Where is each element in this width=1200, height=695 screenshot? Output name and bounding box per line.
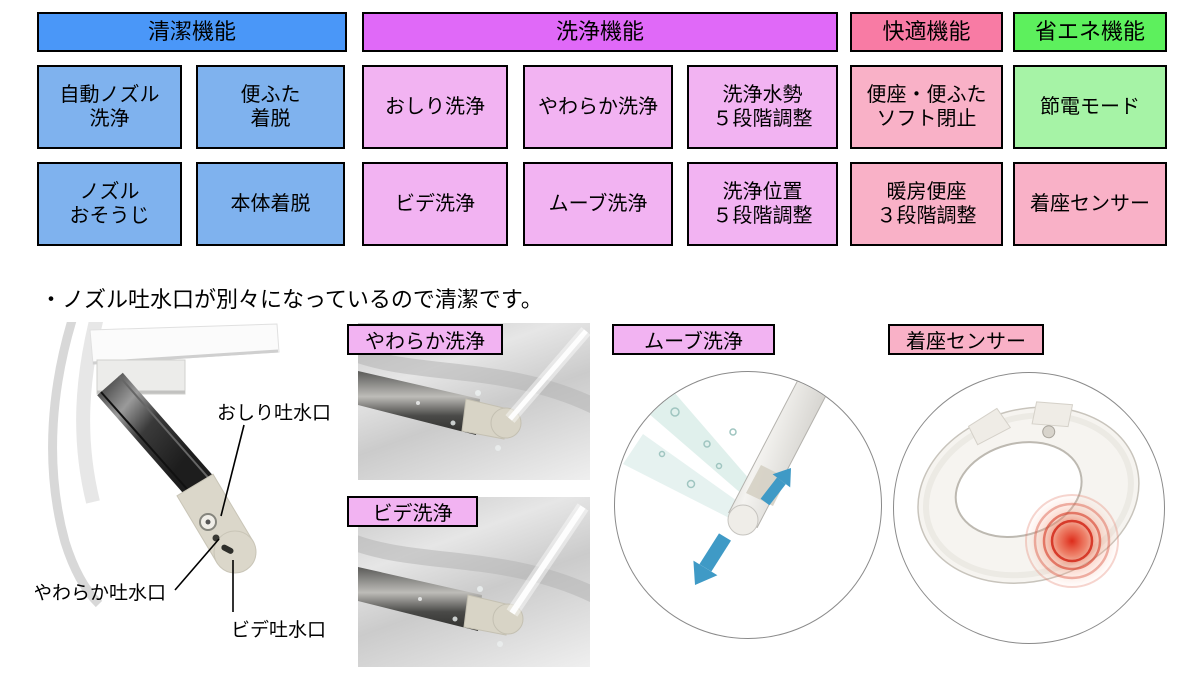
feature-cell-body-detach: 本体着脱 — [196, 162, 345, 246]
feature-group-header-eco: 省エネ機能 — [1013, 12, 1167, 52]
water-spray-graphic — [633, 384, 757, 502]
callout-label-bide: ビデ吐水口 — [231, 620, 327, 641]
tag-seating-sensor: 着座センサー — [888, 324, 1044, 355]
feature-cell-wash-position-5: 洗浄位置 ５段階調整 — [687, 162, 838, 246]
feature-cell-soft-wash: やわらか洗浄 — [523, 65, 673, 149]
circle-move-wash — [614, 371, 882, 639]
callout-leader-oshiri — [220, 424, 245, 517]
feature-group-header-clean: 清潔機能 — [37, 12, 347, 52]
feature-cell-soft-close: 便座・便ふた ソフト閉止 — [850, 65, 1003, 149]
feature-cell-heated-seat-3: 暖房便座 ３段階調整 — [850, 162, 1003, 246]
feature-cell-seating-sensor: 着座センサー — [1013, 162, 1167, 246]
sensor-glow-graphic — [1024, 493, 1120, 589]
callout-leader-yawaraka — [174, 538, 220, 591]
feature-group-header-wash: 洗浄機能 — [362, 12, 838, 52]
callout-label-yawaraka: やわらか吐水口 — [35, 583, 167, 604]
feature-group-header-comfort: 快適機能 — [850, 12, 1003, 52]
feature-cell-rear-wash: おしり洗浄 — [362, 65, 508, 149]
note-text: ・ノズル吐水口が別々になっているので清潔です。 — [40, 287, 543, 312]
toilet-seat-graphic — [917, 401, 1140, 584]
nozzle-illustration — [48, 322, 280, 612]
bidet-outlet-slot — [221, 544, 234, 554]
circle-seating-sensor — [893, 372, 1165, 644]
feature-cell-nozzle-clean: ノズル おそうじ — [37, 162, 182, 246]
callout-label-oshiri: おしり吐水口 — [217, 403, 332, 424]
feature-cell-power-save-mode: 節電モード — [1013, 65, 1167, 149]
nozzle-outlet-figure: おしり吐水口 やわらか吐水口 ビデ吐水口 — [35, 322, 355, 682]
tag-soft-wash: やわらか洗浄 — [347, 324, 503, 355]
feature-cell-auto-nozzle-wash: 自動ノズル 洗浄 — [37, 65, 182, 149]
nozzle-rod-graphic — [728, 373, 830, 529]
feature-cell-move-wash: ムーブ洗浄 — [523, 162, 673, 246]
feature-cell-water-pressure-5: 洗浄水勢 ５段階調整 — [687, 65, 838, 149]
move-arrow-up-icon — [760, 468, 791, 506]
hinge-detail — [1042, 425, 1056, 439]
water-spray-graphic — [623, 434, 747, 524]
photo-bidet-wash — [358, 497, 590, 667]
feature-cell-lid-detach: 便ふた 着脱 — [196, 65, 345, 149]
feature-cell-bidet-wash: ビデ洗浄 — [362, 162, 508, 246]
move-arrow-down-icon — [693, 533, 731, 585]
tag-bidet-wash: ビデ洗浄 — [347, 496, 478, 527]
tag-move-wash: ムーブ洗浄 — [612, 324, 775, 355]
